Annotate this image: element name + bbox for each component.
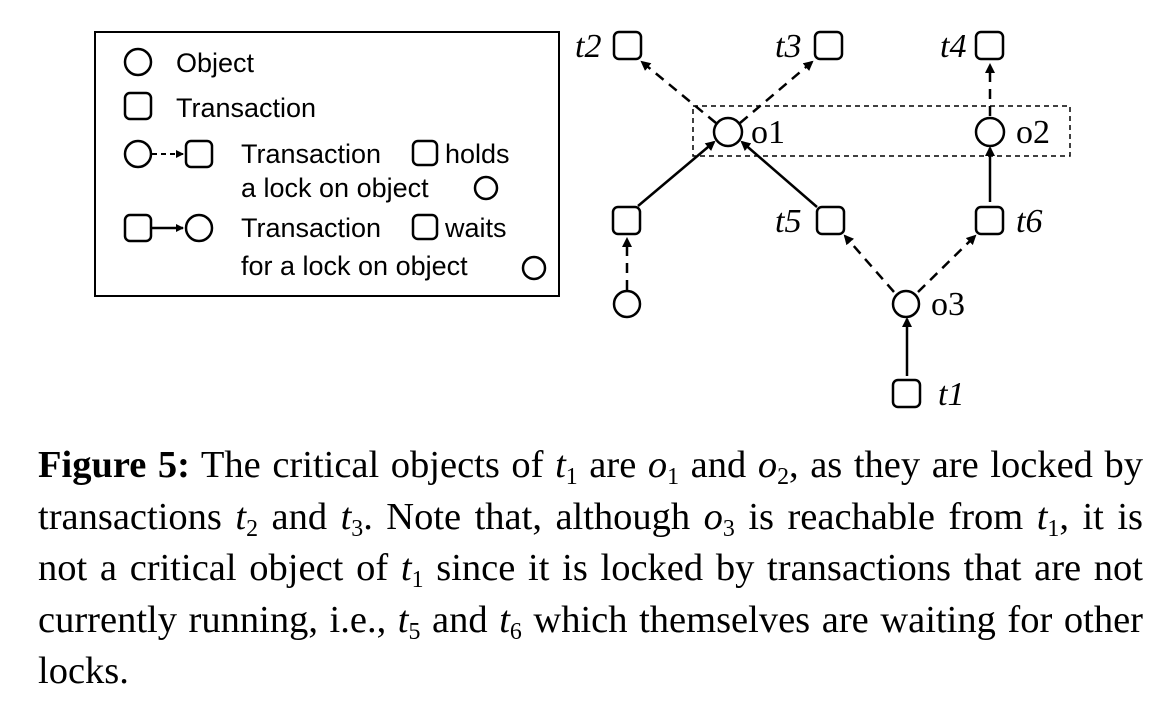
legend: Object Transaction Transaction holds a l… [94, 31, 560, 297]
legend-transaction-icon [123, 91, 153, 121]
label-t6: t6 [1016, 203, 1042, 240]
caption-var: t [340, 495, 352, 538]
caption-text: . Note that, although [363, 495, 704, 538]
legend-waits-inline-object-icon [521, 255, 547, 281]
object-node-o1 [712, 116, 744, 148]
object-node-o3 [891, 289, 921, 319]
caption-var: o [757, 444, 778, 486]
caption-sub: 1 [411, 567, 424, 594]
caption-text: The critical objects of [190, 444, 556, 486]
caption-text: , as they are locked by transactions [38, 444, 1143, 538]
caption-var: t [499, 598, 510, 641]
label-t2: t2 [575, 28, 601, 65]
caption-sub: 1 [565, 464, 578, 491]
legend-holds-object-icon [123, 139, 153, 169]
legend-waits-object-icon [184, 213, 214, 243]
caption-sub: 3 [722, 515, 735, 542]
legend-transaction-label: Transaction [176, 93, 316, 123]
legend-waits-text-2: for a lock on object [241, 251, 468, 281]
label-t5: t5 [775, 203, 801, 240]
caption-sub: 2 [777, 464, 789, 491]
transaction-node-t1 [891, 378, 922, 409]
graph-nodes [611, 30, 1006, 409]
transaction-node-t4 [974, 30, 1005, 61]
legend-waits-text-1b: waits [444, 213, 507, 243]
caption-text: and [420, 598, 500, 641]
caption-var: t [397, 598, 409, 641]
caption-text: since it is locked by transactions that … [38, 547, 1144, 641]
transaction-node-t3 [813, 30, 844, 61]
legend-box [94, 31, 560, 297]
edge-o1-t2 [640, 60, 717, 124]
label-o3: o3 [931, 286, 965, 323]
legend-object-label: Object [176, 48, 255, 78]
graph-edges [622, 60, 995, 376]
caption-var: t [400, 547, 412, 589]
legend-holds-inline-transaction-icon [411, 139, 439, 167]
caption-sub: 6 [509, 618, 522, 645]
legend-holds-text-1: Transaction [241, 139, 381, 169]
caption-text: is reachable from [734, 495, 1037, 538]
transaction-node-t5 [815, 205, 846, 236]
caption-text: and [679, 444, 758, 486]
legend-waits-transaction-icon [123, 213, 153, 243]
caption-var: t [555, 444, 566, 486]
caption-var: t [235, 495, 247, 538]
caption-text: and [258, 495, 341, 538]
object-node-o2 [974, 116, 1006, 148]
legend-holds-inline-object-icon [473, 175, 499, 201]
caption-sub: 5 [408, 618, 421, 645]
caption-sub: 1 [1047, 515, 1060, 542]
caption-sub: 1 [667, 464, 680, 491]
legend-object-icon [123, 47, 153, 77]
edge-t5-o1 [740, 140, 818, 208]
legend-waits-text-1: Transaction [241, 213, 381, 243]
caption-sub: 2 [246, 515, 259, 542]
caption-text: , it is not a critical object of [38, 495, 1144, 590]
lock-graph-figure: Object Transaction Transaction holds a l… [94, 28, 1071, 413]
label-t1: t1 [938, 376, 964, 413]
caption-var: o [703, 495, 723, 538]
caption-text: which themselves are waiting for other l… [38, 598, 1143, 693]
label-t4: t4 [940, 28, 966, 65]
legend-waits-inline-transaction-icon [411, 213, 439, 241]
legend-holds-text-1b: holds [445, 139, 510, 169]
caption-text: are [577, 444, 648, 486]
caption-sub: 3 [351, 515, 364, 542]
critical-objects-box [692, 105, 1071, 157]
label-t3: t3 [775, 28, 801, 65]
caption-var: t [1036, 495, 1048, 538]
edge-o3-t6 [917, 234, 977, 293]
caption-label: Figure 5: [38, 444, 191, 486]
legend-holds-transaction-icon [184, 139, 214, 169]
label-o2: o2 [1016, 114, 1050, 151]
transaction-node-left [611, 205, 642, 236]
transaction-node-t2 [612, 30, 643, 61]
legend-holds-text-2: a lock on object [241, 173, 429, 203]
label-o1: o1 [751, 114, 785, 151]
figure-caption: Figure 5: The critical objects of t1 are… [38, 440, 1143, 698]
transaction-node-t6 [974, 205, 1005, 236]
object-node-left [612, 289, 642, 319]
edge-o3-t5 [843, 234, 895, 293]
caption-var: o [647, 444, 668, 486]
graph-labels: t2 t3 t4 o1 o2 t5 t6 o3 t1 [575, 28, 1050, 413]
edge-tleft-o1 [637, 140, 716, 207]
